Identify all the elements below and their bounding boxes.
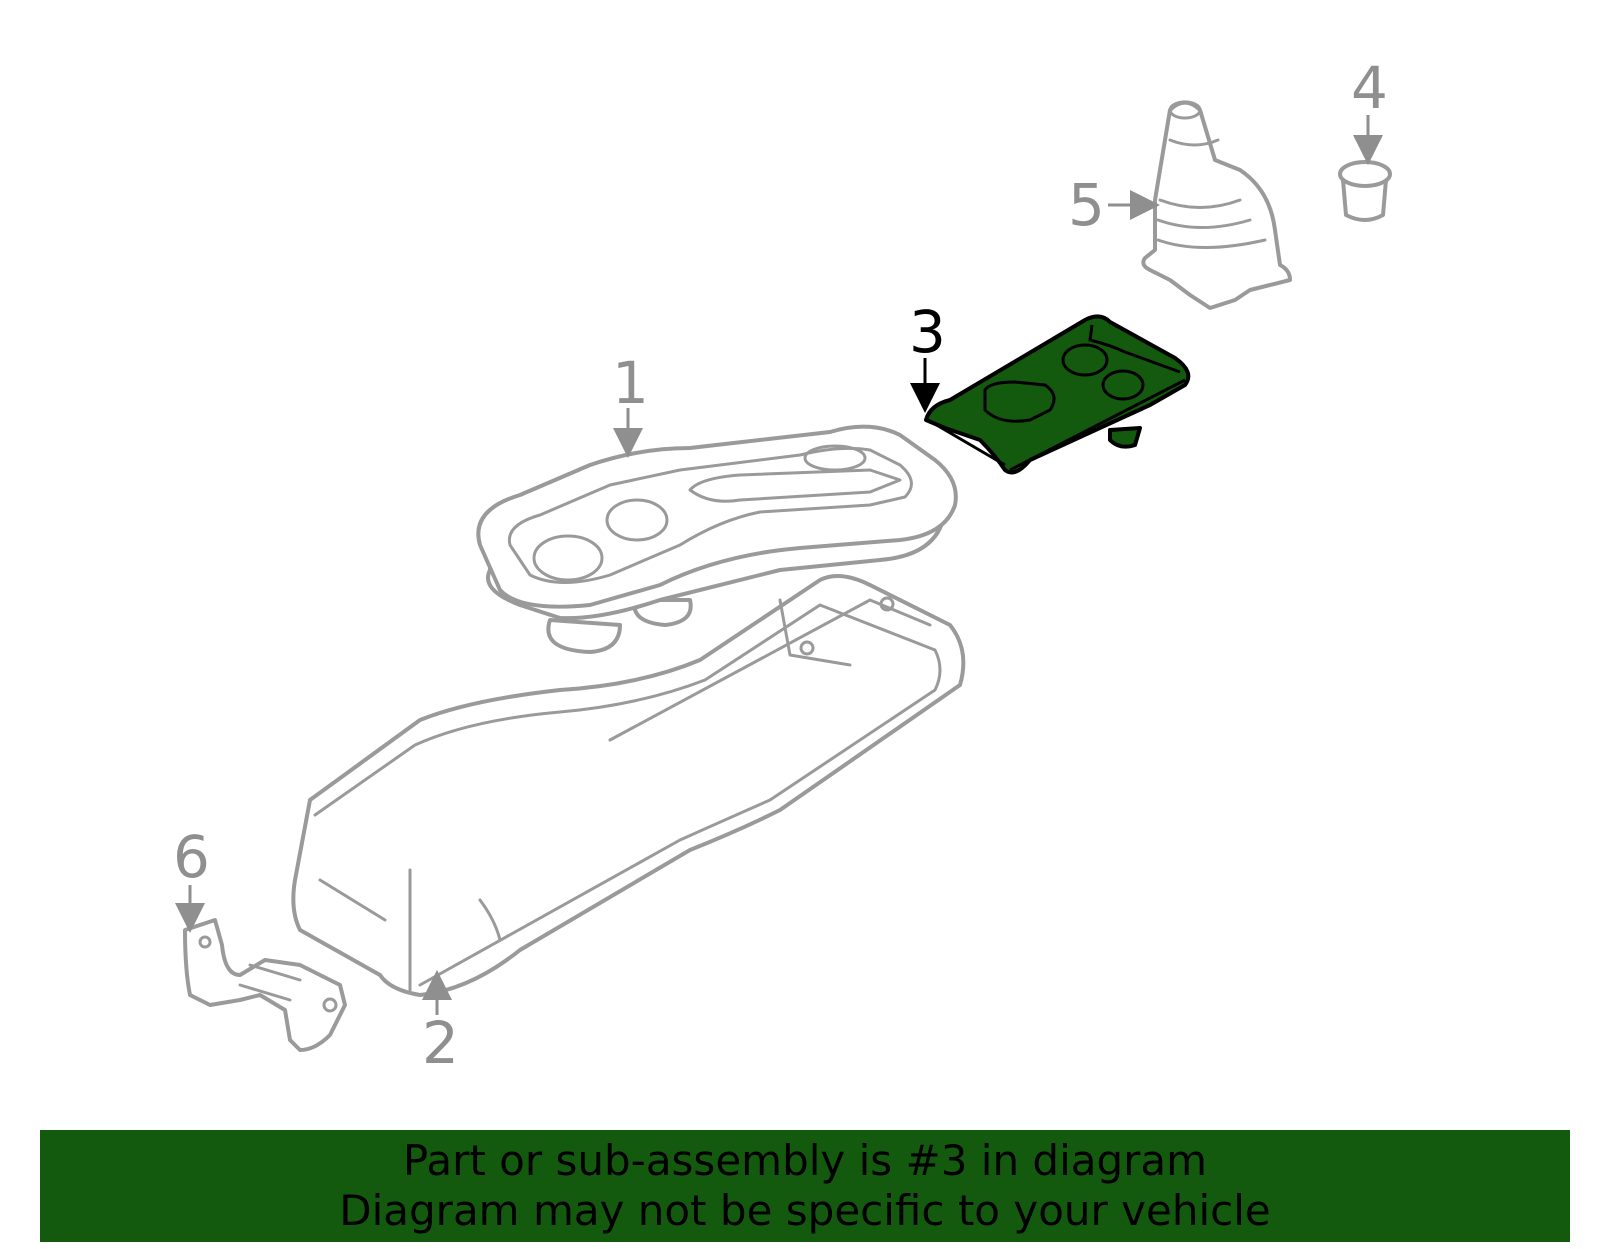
callout-4: 4 [1351, 54, 1388, 122]
banner-line-2: Diagram may not be specific to your vehi… [339, 1186, 1271, 1235]
part-5-shift-boot[interactable] [1141, 100, 1292, 310]
callout-2: 2 [422, 1009, 459, 1077]
callout-6: 6 [173, 823, 210, 891]
info-banner: Part or sub-assembly is #3 in diagram Di… [40, 1130, 1570, 1242]
banner-line-1: Part or sub-assembly is #3 in diagram [402, 1136, 1208, 1185]
callout-5: 5 [1068, 171, 1105, 239]
parts-diagram: 1 2 3 4 5 6 [173, 54, 1392, 1077]
part-6-bracket[interactable] [183, 918, 347, 1052]
part-4-cap[interactable] [1338, 160, 1392, 222]
callout-1: 1 [612, 349, 649, 417]
callout-3: 3 [909, 298, 946, 366]
part-2-console-base[interactable] [291, 574, 966, 997]
part-1-console-top[interactable] [476, 424, 958, 654]
part-3-trim-panel[interactable] [924, 314, 1191, 475]
